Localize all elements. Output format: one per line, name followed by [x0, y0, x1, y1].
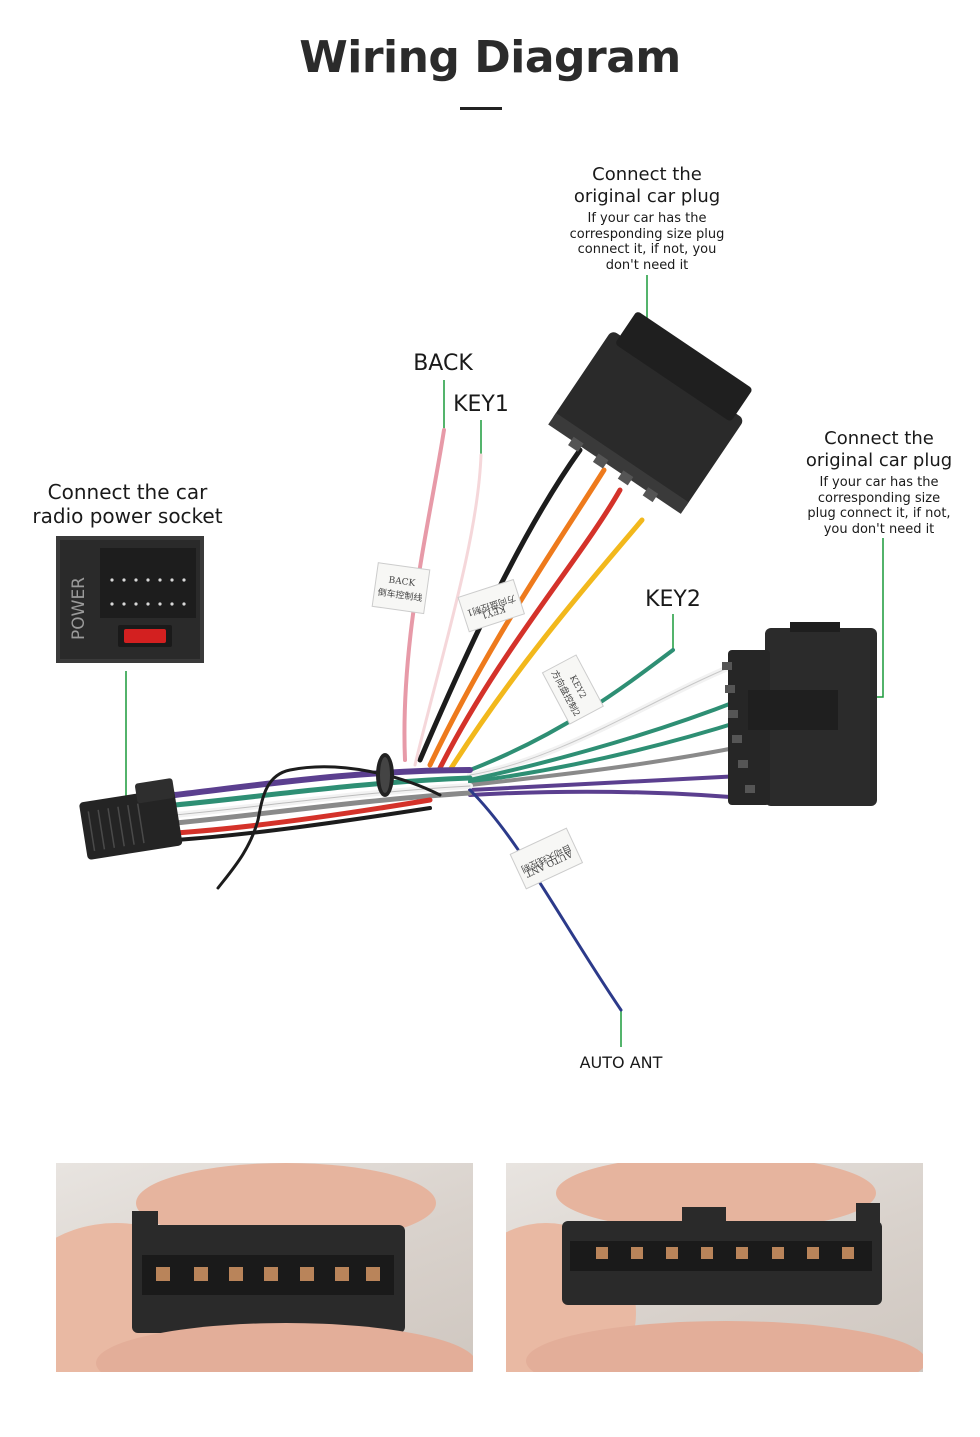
plug-right-connector	[722, 622, 877, 806]
wire-gray-right	[468, 743, 752, 787]
photo-connector-right	[506, 1163, 923, 1372]
wire-blue-auto-ant	[468, 788, 623, 1012]
plug-top-connector	[548, 312, 752, 514]
tag-key1: 方向盘控制1 KEY1	[457, 578, 526, 633]
wire-orange-top	[427, 467, 607, 768]
wire-bundle-red	[172, 797, 433, 836]
wire-purple-right-1	[468, 773, 762, 792]
power-badge: POWER	[69, 577, 89, 640]
page-title: Wiring Diagram	[299, 32, 681, 83]
title-underline	[460, 107, 502, 110]
wire-bundle-green	[172, 775, 473, 808]
label-auto-ant: AUTO ANT	[579, 1053, 663, 1072]
label-plug-right-note: If your car has the corresponding size p…	[807, 475, 951, 537]
photo-connector-left-art	[56, 1163, 473, 1372]
tag-auto-ant: 自动天线控制 AUTO ANT	[509, 827, 584, 890]
cable-tie	[376, 753, 394, 797]
wire-bundle-purple	[172, 767, 473, 798]
power-socket-image: POWER	[56, 536, 204, 663]
label-plug-right-heading: Connect the original car plug	[805, 428, 953, 471]
label-key1: KEY1	[453, 392, 509, 417]
wire-white-edge	[469, 664, 736, 776]
wire-green-right-1	[468, 698, 742, 782]
label-plug-top-heading: Connect the original car plug	[573, 164, 721, 207]
label-key2: KEY2	[645, 587, 701, 612]
label-plug-top-note: If your car has the corresponding size p…	[569, 211, 725, 273]
wire-harness	[172, 428, 767, 1012]
wire-red-top	[437, 487, 623, 771]
label-power-socket: Connect the car radio power socket	[32, 480, 223, 528]
tag-back: BACK 倒车控制线	[371, 562, 431, 615]
tag-key2: KEY2 方向盘控制2	[541, 654, 604, 725]
label-back: BACK	[413, 351, 473, 376]
label-plug-top: Connect the original car plug If your ca…	[566, 164, 728, 274]
label-plug-right: Connect the original car plug If your ca…	[804, 428, 954, 538]
wire-yellow-top	[447, 517, 645, 773]
photo-connector-left	[56, 1163, 473, 1372]
wire-bundle-black	[173, 806, 432, 842]
wire-black-top	[417, 447, 583, 763]
fuse-icon	[124, 629, 166, 643]
radio-connector	[79, 778, 183, 860]
wire-bundle-gray	[172, 790, 473, 826]
wire-purple-right-2	[468, 789, 767, 802]
tags: BACK 倒车控制线 方向盘控制1 KEY1 KEY2 方向盘控制2 自动天线控…	[371, 562, 604, 890]
wire-key1	[413, 453, 483, 767]
wire-green-right-2	[468, 718, 747, 784]
photo-connector-right-art	[506, 1163, 923, 1372]
tag-back-line1: BACK	[388, 575, 416, 589]
